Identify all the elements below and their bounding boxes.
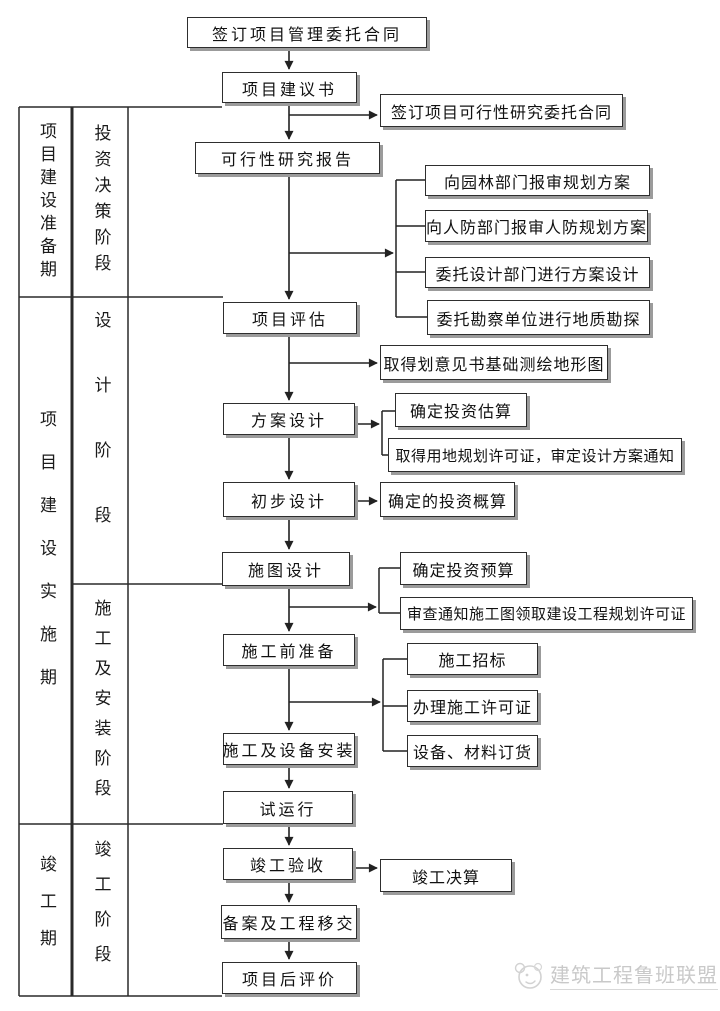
stage-label: 竣工阶段 [90, 840, 111, 980]
step-post-project-evaluation: 项目后评价 [222, 962, 357, 994]
side-land-planning-permit-notice: 取得用地规划许可证，审定设计方案通知 [388, 438, 682, 472]
side-determine-investment-estimate: 确定投资估算 [395, 393, 527, 427]
step-project-proposal: 项目建议书 [222, 72, 357, 103]
step-scheme-design: 方案设计 [223, 403, 355, 435]
stage-cell-design: 设计阶段 [72, 297, 128, 584]
phase-cell-completion-period: 竣工期 [19, 824, 72, 996]
step-sign-management-contract: 签订项目管理委托合同 [187, 17, 427, 48]
side-report-garden-planning-scheme: 向园林部门报审规划方案 [425, 165, 650, 196]
phase-label: 项目建设准备期 [36, 121, 56, 283]
step-filing-and-handover: 备案及工程移交 [221, 905, 357, 939]
side-determined-budget-estimate: 确定的投资概算 [380, 482, 515, 517]
stage-cell-completion: 竣工阶段 [72, 824, 128, 996]
step-construction-equipment-installation: 施工及设备安装 [223, 733, 355, 765]
step-preliminary-design: 初步设计 [223, 482, 355, 517]
step-pre-construction-preparation: 施工前准备 [223, 634, 355, 666]
step-completion-acceptance: 竣工验收 [223, 848, 353, 880]
side-obtain-opinion-topographic-map: 取得划意见书基础测绘地形图 [380, 345, 608, 380]
step-trial-run: 试运行 [223, 791, 353, 824]
stage-cell-construction-installation: 施工及安装阶段 [72, 584, 128, 824]
bracket-lines [378, 179, 427, 752]
step-project-evaluation: 项目评估 [223, 302, 357, 334]
side-drawing-review-planning-permit: 审查通知施工图领取建设工程规划许可证 [400, 597, 693, 630]
side-completion-settlement: 竣工决算 [380, 859, 512, 892]
luban-panda-logo-icon [514, 962, 543, 989]
side-entrust-design-dept: 委托设计部门进行方案设计 [425, 257, 650, 288]
phase-cell-implementation-period: 项目建设实施期 [19, 297, 72, 824]
side-equipment-material-ordering: 设备、材料订货 [407, 735, 538, 767]
watermark: 建筑工程鲁班联盟 [512, 958, 718, 992]
step-construction-drawing-design: 施图设计 [222, 552, 350, 586]
side-construction-permit: 办理施工许可证 [407, 690, 538, 722]
stage-label: 投资决策阶段 [90, 124, 111, 280]
phase-label: 项目建设实施期 [36, 410, 56, 711]
phase-label: 竣工期 [36, 854, 56, 966]
side-sign-feasibility-study-contract: 签订项目可行性研究委托合同 [380, 94, 623, 127]
arrow-lines [284, 48, 394, 960]
stage-cell-investment-decision: 投资决策阶段 [72, 107, 128, 297]
side-determine-investment-budget: 确定投资预算 [400, 552, 527, 585]
phase-table-grid [18, 106, 223, 997]
watermark-text: 建筑工程鲁班联盟 [550, 961, 718, 990]
stage-label: 设计阶段 [90, 310, 111, 571]
side-report-civil-defense-scheme: 向人防部门报审人防规划方案 [425, 210, 648, 242]
stage-label: 施工及安装阶段 [90, 599, 111, 809]
side-construction-bidding: 施工招标 [407, 643, 538, 675]
step-feasibility-study-report: 可行性研究报告 [195, 142, 380, 174]
side-entrust-geological-survey: 委托勘察单位进行地质勘探 [427, 300, 650, 335]
phase-cell-preparation-period: 项目建设准备期 [19, 107, 72, 297]
